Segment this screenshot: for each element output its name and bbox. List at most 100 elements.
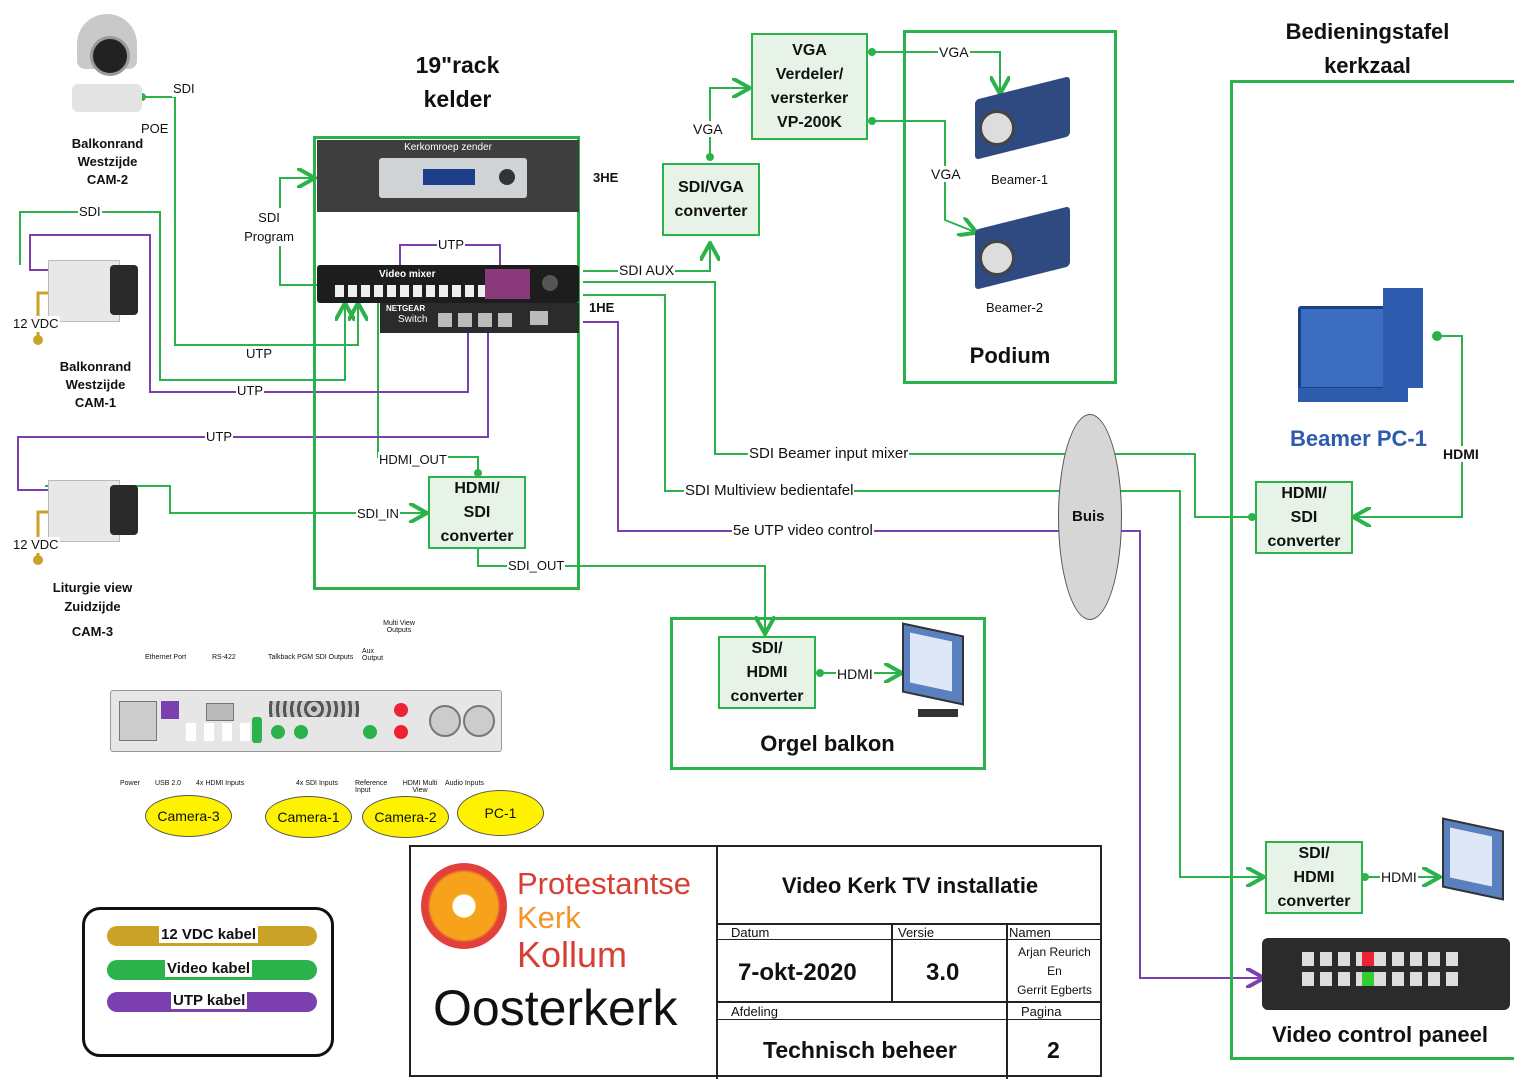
video-control-panel-label: Video control paneel <box>1272 1022 1488 1047</box>
bp-bottom-2: 4x HDMI Inputs <box>196 780 245 787</box>
church-name: Oosterkerk <box>433 980 678 1036</box>
utp-label-cam2: UTP <box>245 346 273 362</box>
network-switch-device: NETGEAR Switch <box>380 303 579 333</box>
rack-frame <box>313 136 580 590</box>
doc-title: Video Kerk TV installatie <box>781 873 1039 898</box>
utp-video-label: 5e UTP video control <box>732 522 874 539</box>
orgel-title: Orgel balkon <box>760 731 895 756</box>
title-block: Protestantse Kerk Kollum Oosterkerk Vide… <box>409 845 1102 1079</box>
utp-label-top: UTP <box>437 237 465 253</box>
mixer-label: Video mixer <box>379 269 436 280</box>
kerkomroep-label: Kerkomroep zender <box>404 142 492 153</box>
beamer-2-icon <box>965 206 1075 292</box>
church-logo <box>421 863 507 949</box>
buis-label: Buis <box>1072 508 1105 525</box>
sdi-multiview-label: SDI Multiview bedientafel <box>684 482 855 499</box>
oval-camera-3: Camera-3 <box>145 795 232 837</box>
buis-ellipse <box>1058 414 1122 620</box>
vdc-label-cam3: 12 VDC <box>12 537 60 553</box>
pagina-value: 2 <box>1047 1037 1060 1063</box>
hdmi-out-label: HDMI_OUT <box>378 452 448 468</box>
switch-label: Switch <box>398 314 428 325</box>
bp-bottom-6: Audio Inputs <box>445 780 484 787</box>
podium-frame <box>903 30 1117 384</box>
legend-utp: UTP kabel <box>107 992 317 1012</box>
sdi-beamer-label: SDI Beamer input mixer <box>748 445 910 462</box>
kerkomroep-device: Kerkomroep zender <box>317 140 579 212</box>
bp-bottom-4: Reference Input <box>355 780 388 794</box>
sdi-label-cam1: SDI <box>78 204 102 220</box>
monitor-icon <box>898 622 970 721</box>
org-name: Protestantse Kerk Kollum <box>517 866 692 975</box>
namen-label: Namen <box>1009 925 1051 940</box>
vdc-label-cam1: 12 VDC <box>12 316 60 332</box>
mixer-back-panel <box>110 690 502 752</box>
oval-camera-2: Camera-2 <box>362 796 449 838</box>
bp-bottom-1: USB 2.0 <box>155 780 182 787</box>
afdeling-label: Afdeling <box>731 1004 778 1019</box>
video-control-panel-icon <box>1262 938 1510 1010</box>
bedieningstafel-frame <box>1230 80 1514 1060</box>
box-camera-icon <box>48 255 140 325</box>
box-camera-icon <box>48 475 140 545</box>
sdi-out-label: SDI_OUT <box>507 558 566 574</box>
beamer-1-icon <box>965 76 1075 162</box>
utp-label-cam3: UTP <box>205 429 233 445</box>
1he-label: 1HE <box>588 300 616 316</box>
beamer-1-label: Beamer-1 <box>990 172 1050 188</box>
oval-camera-1: Camera-1 <box>265 796 352 838</box>
hdmi-label-right: HDMI <box>1380 869 1418 885</box>
ptz-camera-icon <box>72 14 142 114</box>
afdeling-value: Technisch beheer <box>763 1037 957 1063</box>
versie-value: 3.0 <box>926 959 960 986</box>
legend-vdc: 12 VDC kabel <box>107 926 317 946</box>
bp-top-1: RS-422 <box>212 654 236 661</box>
3he-label: 3HE <box>592 170 620 186</box>
bp-bottom-5: HDMI Multi View <box>402 780 438 794</box>
bp-top-4: Multi View Outputs <box>383 620 415 634</box>
pagina-label: Pagina <box>1021 1004 1062 1019</box>
bp-top-2: Talkback PGM SDI Outputs <box>268 654 354 661</box>
sdi-aux-label: SDI AUX <box>618 262 676 278</box>
oval-pc-1: PC-1 <box>457 790 544 836</box>
datum-value: 7-okt-2020 <box>738 959 857 986</box>
datum-label: Datum <box>731 925 770 940</box>
netgear-label: NETGEAR <box>386 304 426 313</box>
bp-bottom-3: 4x SDI Inputs <box>296 780 339 787</box>
poe-label: POE <box>140 121 170 137</box>
sdi-label-cam2: SDI <box>172 81 196 97</box>
bp-top-0: Ethernet Port <box>145 654 187 661</box>
monitor-icon <box>1438 817 1510 916</box>
orgel-frame <box>670 617 986 770</box>
podium-title: Podium <box>969 343 1051 368</box>
bp-top-3: Aux Output <box>362 648 384 662</box>
bp-bottom-0: Power <box>120 780 140 787</box>
beamer-pc-label: Beamer PC-1 <box>1290 426 1427 451</box>
utp-label-cam1: UTP <box>236 383 264 399</box>
beamer-2-label: Beamer-2 <box>985 300 1045 316</box>
legend: 12 VDC kabel Video kabel UTP kabel <box>82 907 334 1057</box>
versie-label: Versie <box>898 925 935 940</box>
hdmi-label-orgel: HDMI <box>836 666 874 682</box>
vga-label-beamer2: VGA <box>930 166 962 182</box>
video-mixer-device: Video mixer <box>317 265 579 303</box>
sdi-in-label: SDI_IN <box>356 506 400 522</box>
vga-label-1: VGA <box>692 121 724 137</box>
legend-video: Video kabel <box>107 960 317 980</box>
hdmi-label-pc: HDMI <box>1442 446 1480 462</box>
vga-label-beamer1: VGA <box>938 44 970 60</box>
pc-icon <box>1298 288 1438 406</box>
